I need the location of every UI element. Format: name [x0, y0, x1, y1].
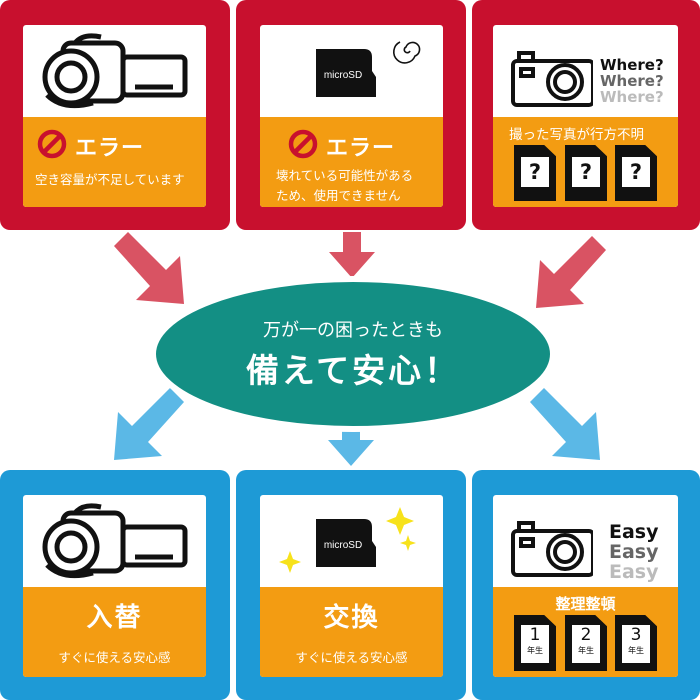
problem-card: Where? Where? Where? 撮った写真が行方不明 ? ? ?	[493, 25, 678, 207]
problem-panel-card-corrupted: microSD エラー 壊れている可能性がある ため、使用できません	[236, 0, 466, 230]
error-message: 空き容量が不足しています	[35, 172, 185, 187]
spiral-icon	[393, 41, 421, 64]
microsd-card-icon: microSD	[279, 507, 416, 573]
grade-number: 1	[529, 625, 541, 645]
error-message-line2: ため、使用できません	[276, 188, 401, 203]
sparkle-icon	[386, 507, 414, 535]
arrow-down-left-red	[536, 236, 606, 308]
labeled-card: 1 年生	[514, 615, 556, 671]
error-banner: エラー 壊れている可能性がある ため、使用できません	[260, 117, 443, 207]
solution-panel-swap: 入替 すぐに使える安心感	[0, 470, 230, 700]
grade-number: 3	[630, 625, 642, 645]
arrow-down-blue	[328, 420, 374, 466]
where-text-1: Where?	[600, 56, 664, 74]
labeled-card: 3 年生	[615, 615, 657, 671]
solution-title: 入替	[86, 603, 143, 633]
easy-text-2: Easy	[609, 541, 659, 563]
easy-text-3: Easy	[609, 561, 659, 583]
arrow-down-left-blue	[114, 388, 184, 460]
grade-suffix: 年生	[578, 646, 594, 655]
card-label: 1 年生	[521, 625, 549, 663]
arrow-down-red	[329, 232, 375, 278]
problem-panel-photos-lost: Where? Where? Where? 撮った写真が行方不明 ? ? ?	[472, 0, 700, 230]
solution-caption: すぐに使える安心感	[295, 650, 408, 665]
video-camera-icon	[42, 33, 188, 109]
where-text-3: Where?	[600, 88, 664, 106]
error-title: エラー	[75, 136, 145, 161]
mystery-card: ?	[565, 145, 607, 201]
microsd-card-icon: microSD	[316, 41, 421, 97]
video-camera-icon	[42, 503, 188, 579]
lost-title: 撮った写真が行方不明	[509, 127, 644, 143]
solution-caption: すぐに使える安心感	[58, 650, 171, 665]
solution-card: microSD 交換 すぐに使える安心感	[260, 495, 443, 677]
solution-panel-exchange: microSD 交換 すぐに使える安心感	[236, 470, 466, 700]
easy-text-1: Easy	[609, 521, 659, 543]
question-mark: ?	[521, 157, 549, 187]
sparkle-icon	[400, 535, 416, 551]
center-subtitle: 万が一の困ったときも	[263, 320, 443, 341]
prohibited-icon	[288, 129, 318, 159]
card-label: 2 年生	[572, 625, 600, 663]
microsd-label: microSD	[324, 70, 362, 81]
solution-title: 交換	[323, 603, 380, 633]
problem-card: microSD エラー 壊れている可能性がある ため、使用できません	[260, 25, 443, 207]
arrow-down-right-red	[114, 232, 184, 304]
camera-icon	[511, 51, 593, 107]
mystery-card: ?	[514, 145, 556, 201]
error-banner: エラー 空き容量が不足しています	[23, 117, 206, 207]
grade-suffix: 年生	[527, 646, 543, 655]
solution-banner: 入替 すぐに使える安心感	[23, 587, 206, 677]
solution-panel-organize: Easy Easy Easy 整理整頓 1 年生 2 年生 3 年生	[472, 470, 700, 700]
where-text-2: Where?	[600, 72, 664, 90]
labeled-card: 2 年生	[565, 615, 607, 671]
center-ellipse	[150, 276, 556, 432]
error-title: エラー	[326, 136, 396, 161]
arrow-down-right-blue	[530, 388, 600, 460]
prohibited-icon	[37, 129, 67, 159]
problem-card: エラー 空き容量が不足しています	[23, 25, 206, 207]
organize-banner: 整理整頓 1 年生 2 年生 3 年生	[493, 587, 678, 677]
solution-card: Easy Easy Easy 整理整頓 1 年生 2 年生 3 年生	[493, 495, 678, 677]
sparkle-icon	[279, 551, 301, 573]
solution-banner: 交換 すぐに使える安心感	[260, 587, 443, 677]
question-mark: ?	[572, 157, 600, 187]
lost-banner: 撮った写真が行方不明 ? ? ?	[493, 117, 678, 207]
error-message-line1: 壊れている可能性がある	[276, 168, 414, 183]
solution-card: 入替 すぐに使える安心感	[23, 495, 206, 677]
grade-number: 2	[580, 625, 592, 645]
camera-icon	[511, 521, 593, 577]
grade-suffix: 年生	[628, 646, 644, 655]
card-label: 3 年生	[622, 625, 650, 663]
center-headline: 備えて安心！	[245, 351, 461, 390]
microsd-label: microSD	[324, 540, 362, 551]
question-mark: ?	[622, 157, 650, 187]
problem-panel-storage-full: エラー 空き容量が不足しています	[0, 0, 230, 230]
mystery-card: ?	[615, 145, 657, 201]
organize-title: 整理整頓	[555, 595, 616, 613]
